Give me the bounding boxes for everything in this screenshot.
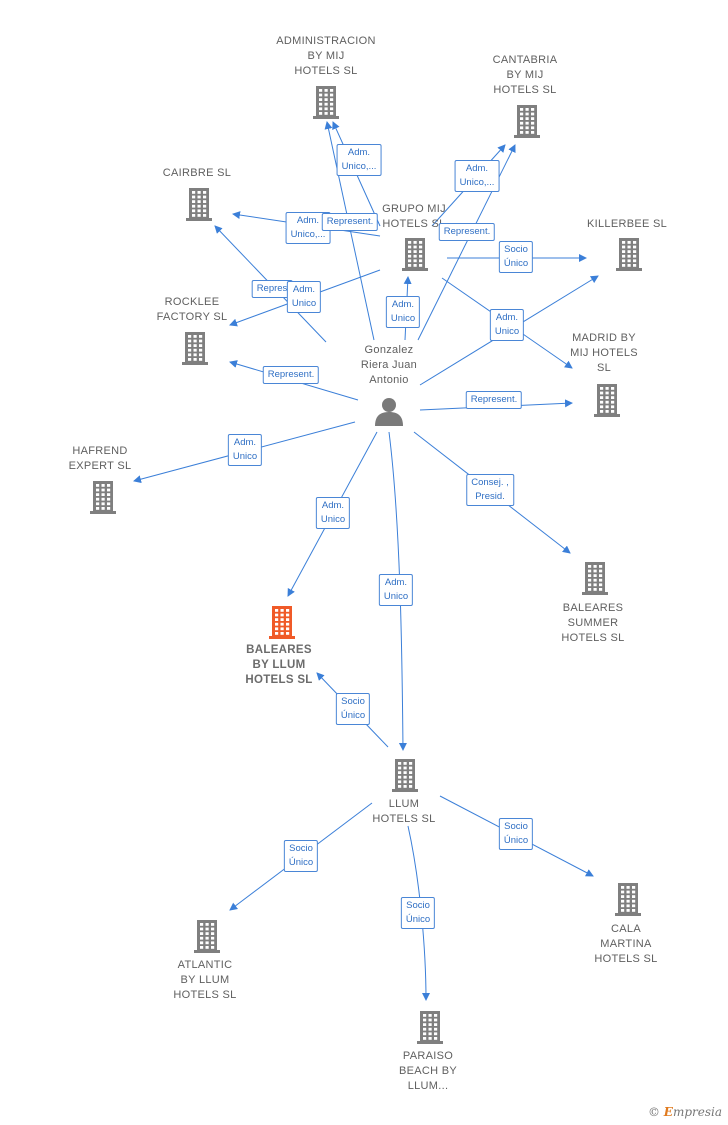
edge-label-represent[interactable]: Represent. xyxy=(262,366,320,384)
company-killerbee-label[interactable]: KILLERBEE SL xyxy=(586,218,668,230)
copyright: © Empresia xyxy=(648,1105,722,1119)
edge-label-represent[interactable]: Represent. xyxy=(321,213,379,231)
person-icon[interactable] xyxy=(373,396,405,426)
company-llum-label[interactable]: LLUM HOTELS SL xyxy=(372,798,436,825)
edge-label-adm-unico[interactable]: Adm. Unico,... xyxy=(336,144,382,176)
building-icon-cantabria[interactable] xyxy=(514,105,540,138)
company-baleares-summer-label[interactable]: BALEARES SUMMER HOTELS SL xyxy=(561,602,625,644)
company-cairbre-label[interactable]: CAIRBRE SL xyxy=(162,167,232,179)
copyright-symbol: © xyxy=(647,1105,660,1119)
edge-label-adm-unico[interactable]: Adm. Unico xyxy=(286,281,322,313)
company-cantabria-label[interactable]: CANTABRIA BY MIJ HOTELS SL xyxy=(492,54,558,96)
edge-label-consej-presid[interactable]: Consej. , Presid. xyxy=(466,474,514,506)
edge-label-represent[interactable]: Represent. xyxy=(465,391,523,409)
edge-label-adm-unico[interactable]: Adm. Unico xyxy=(315,497,351,529)
edge-label-socio-unico[interactable]: Socio Único xyxy=(498,818,534,850)
building-icon-rocklee[interactable] xyxy=(182,332,208,365)
brand-initial: E xyxy=(663,1105,673,1119)
edge-label-adm-unico[interactable]: Adm. Unico xyxy=(385,296,421,328)
company-baleares-llum-label[interactable]: BALEARES BY LLUM HOTELS SL xyxy=(245,644,313,686)
company-paraiso-label[interactable]: PARAISO BEACH BY LLUM... xyxy=(398,1050,458,1092)
edge-label-adm-unico[interactable]: Adm. Unico,... xyxy=(454,160,500,192)
building-icon-cairbre[interactable] xyxy=(186,188,212,221)
building-icon-llum[interactable] xyxy=(392,759,418,792)
edge-label-adm-unico[interactable]: Adm. Unico xyxy=(378,574,414,606)
building-icon-cala[interactable] xyxy=(615,883,641,916)
building-icon-baleares-summer[interactable] xyxy=(582,562,608,595)
company-administracion-label[interactable]: ADMINISTRACION BY MIJ HOTELS SL xyxy=(276,35,376,77)
company-rocklee-label[interactable]: ROCKLEE FACTORY SL xyxy=(156,296,228,323)
person-label[interactable]: Gonzalez Riera Juan Antonio xyxy=(360,344,418,386)
company-grupo-label[interactable]: GRUPO MIJ HOTELS SL xyxy=(382,203,446,230)
edge-label-socio-unico[interactable]: Socio Único xyxy=(498,241,534,273)
building-icon-hafrend[interactable] xyxy=(90,481,116,514)
building-icon-madrid[interactable] xyxy=(594,384,620,417)
building-icon-administracion[interactable] xyxy=(313,86,339,119)
building-icon-grupo[interactable] xyxy=(402,238,428,271)
company-hafrend-label[interactable]: HAFREND EXPERT SL xyxy=(68,445,132,472)
edge-label-represent[interactable]: Represent. xyxy=(438,223,496,241)
company-atlantic-label[interactable]: ATLANTIC BY LLUM HOTELS SL xyxy=(173,959,237,1001)
edge-label-socio-unico[interactable]: Socio Único xyxy=(335,693,371,725)
company-cala-label[interactable]: CALA MARTINA HOTELS SL xyxy=(594,923,658,965)
edge-label-adm-unico[interactable]: Adm. Unico xyxy=(227,434,263,466)
edge-label-socio-unico[interactable]: Socio Único xyxy=(283,840,319,872)
brand-name: mpresia xyxy=(672,1105,722,1119)
edge-person-administracion xyxy=(324,121,375,341)
building-icon-paraiso[interactable] xyxy=(417,1011,443,1044)
edge-label-socio-unico[interactable]: Socio Único xyxy=(400,897,436,929)
company-madrid-label[interactable]: MADRID BY MIJ HOTELS SL xyxy=(570,332,638,374)
edge-label-adm-unico[interactable]: Adm. Unico xyxy=(489,309,525,341)
building-icon-atlantic[interactable] xyxy=(194,920,220,953)
building-icon-baleares-llum[interactable] xyxy=(269,606,295,639)
building-icon-killerbee[interactable] xyxy=(616,238,642,271)
